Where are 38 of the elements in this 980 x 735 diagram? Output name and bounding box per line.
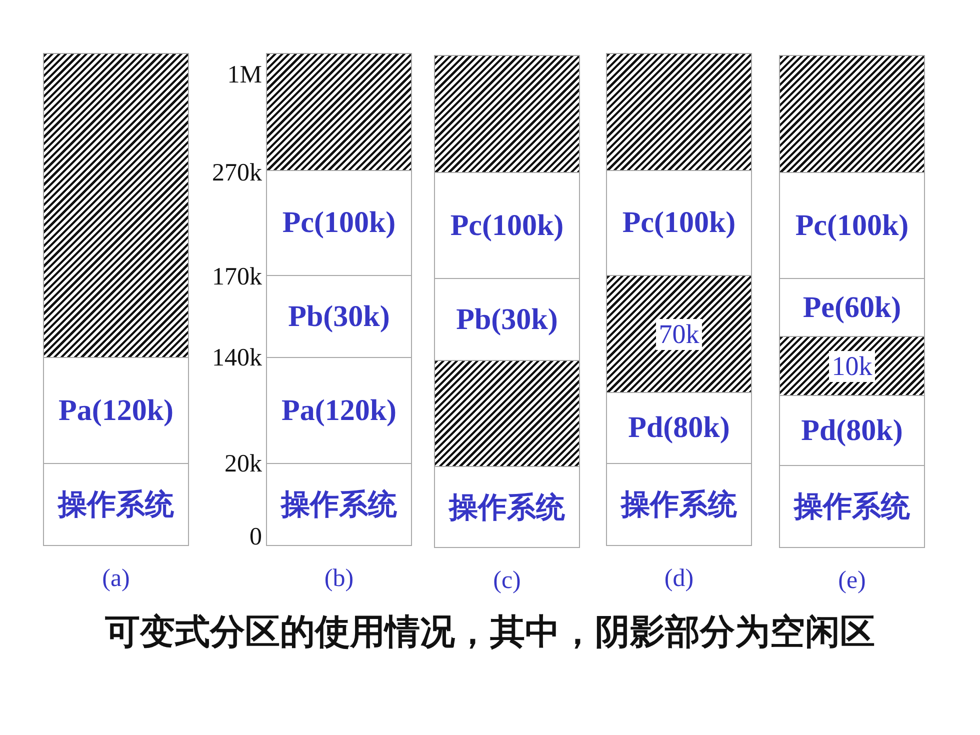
free-area <box>607 54 751 170</box>
address-label: 140k <box>212 346 262 370</box>
partition-label: 操作系统 <box>449 492 565 522</box>
free-area <box>780 56 924 172</box>
column-label: (c) <box>493 568 521 593</box>
free-area <box>780 336 924 395</box>
partition-label: Pd(80k) <box>801 416 903 446</box>
size-label: 70k <box>656 318 702 350</box>
address-label: 20k <box>224 452 262 476</box>
column-label: (b) <box>324 566 354 591</box>
partition-label: Pc(100k) <box>450 210 564 240</box>
free-area <box>435 360 579 466</box>
free-area <box>607 275 751 392</box>
address-label: 0 <box>250 524 262 550</box>
partition-label: 操作系统 <box>794 492 910 521</box>
partition-label: Pb(30k) <box>456 304 558 334</box>
size-label: 10k <box>828 350 876 382</box>
free-area <box>435 56 579 172</box>
partition-label: Pa(120k) <box>58 396 174 426</box>
partition-label: 操作系统 <box>621 490 737 519</box>
partition-label: 操作系统 <box>58 490 174 519</box>
column-label: (d) <box>664 566 694 591</box>
partition-label: Pc(100k) <box>622 208 736 238</box>
free-area <box>267 54 411 170</box>
partition-label: Pa(120k) <box>282 396 396 426</box>
partition-label: Pe(60k) <box>802 292 902 322</box>
caption: 可变式分区的使用情况，其中，阴影部分为空闲区 <box>105 616 875 650</box>
partition-label: 操作系统 <box>281 490 397 519</box>
partition-label: Pb(30k) <box>288 302 390 332</box>
partition-label: Pc(100k) <box>795 210 909 240</box>
address-label: 1M <box>227 62 262 88</box>
partition-label: Pd(80k) <box>628 413 730 443</box>
column-label: (a) <box>102 566 130 591</box>
address-label: 270k <box>212 160 262 186</box>
address-label: 170k <box>212 264 262 290</box>
column-label: (e) <box>838 568 866 593</box>
partition-label: Pc(100k) <box>282 208 396 238</box>
free-area <box>44 54 188 357</box>
